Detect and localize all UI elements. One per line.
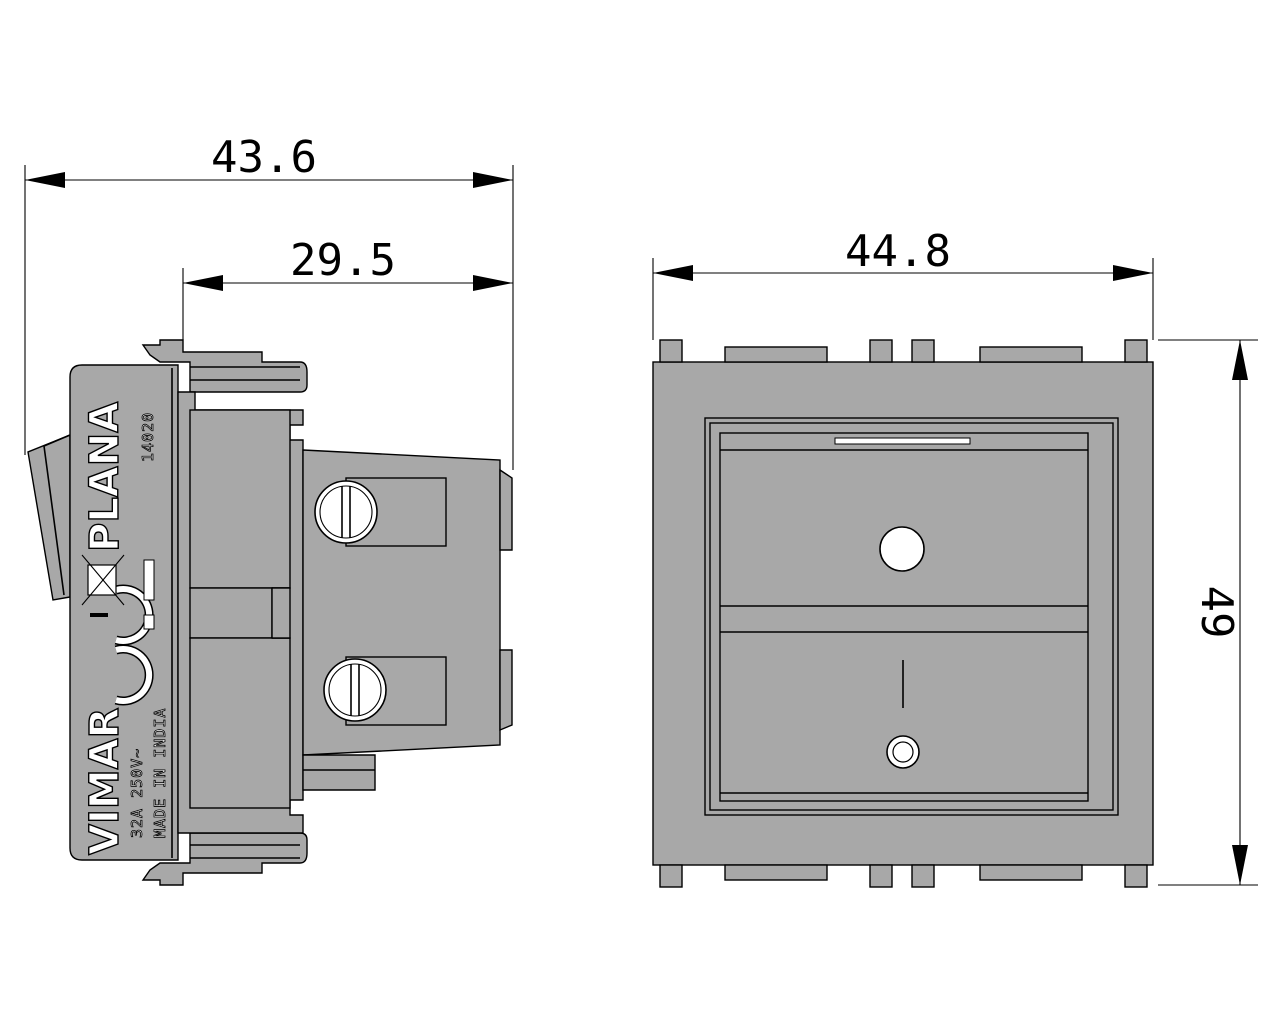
- dimension-front-width-label: 44.8: [845, 226, 951, 277]
- off-symbol-icon: [879, 526, 925, 572]
- dimension-front-height-label: 49: [1191, 586, 1242, 639]
- rating-marking: 32A 250V~: [128, 748, 146, 838]
- dimension-total-depth-label: 43.6: [211, 132, 317, 183]
- rocker-button: [719, 432, 1089, 802]
- code-marking: 14020: [139, 412, 157, 462]
- side-view: 43.6 29.5: [24, 132, 514, 886]
- dimension-front-width: 44.8: [653, 226, 1153, 281]
- dimension-front-height: 49: [1191, 340, 1248, 885]
- weee-bin-icon: [81, 554, 125, 606]
- series-marking: PLANA: [82, 402, 128, 552]
- front-view: 44.8 49: [652, 226, 1258, 888]
- dimension-total-depth: 43.6: [25, 132, 513, 188]
- terminal-block: [302, 449, 513, 791]
- rocker-lever: [27, 433, 71, 601]
- dimension-body-depth-label: 29.5: [290, 235, 396, 286]
- terminal-screw-top: [314, 480, 378, 544]
- terminal-screw-bottom: [323, 658, 387, 722]
- origin-marking: MADE IN INDIA: [151, 708, 169, 838]
- mechanism-body: [177, 391, 304, 834]
- front-plate: [69, 339, 308, 886]
- side-markings: PLANA VIMAR 32A 250V~ MADE IN INDIA 1402…: [81, 401, 169, 856]
- dimension-body-depth: 29.5: [183, 235, 513, 291]
- indicator-led-icon: [886, 735, 920, 769]
- brand-marking: VIMAR: [82, 708, 128, 855]
